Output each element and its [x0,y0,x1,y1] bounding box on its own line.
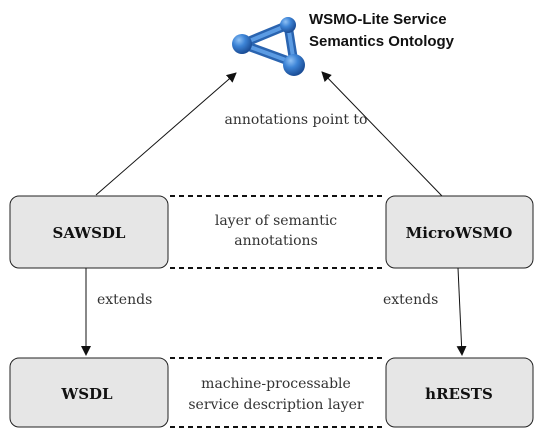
extends-left-label: extends [97,292,152,308]
microwsmo-label: MicroWSMO [406,224,513,242]
sawsdl-box: SAWSDL [9,195,169,269]
arrow-microwsmo-extends-hrests [456,267,467,356]
annotations-point-to-label: annotations point to [225,112,368,128]
machine-layer-label-line2: service description layer [188,397,364,413]
sawsdl-label: SAWSDL [53,224,126,242]
semantic-layer-label-line2: annotations [234,233,318,249]
machine-layer-label-line1: machine-processable [201,376,351,392]
extends-right-label: extends [383,292,438,308]
wsdl-box: WSDL [9,357,169,428]
wsdl-label: WSDL [60,385,113,403]
semantic-layer-label-line1: layer of semantic [215,213,337,229]
arrow-microwsmo-to-ontology [321,71,443,197]
ontology-title-line1: WSMO-Lite Service [309,11,447,28]
network-triangle-icon [232,17,305,76]
hrests-box: hRESTS [385,357,534,428]
microwsmo-box: MicroWSMO [385,195,534,269]
ontology-title-line2: Semantics Ontology [309,33,455,50]
hrests-label: hRESTS [425,385,493,403]
arrow-sawsdl-to-ontology [95,72,237,196]
